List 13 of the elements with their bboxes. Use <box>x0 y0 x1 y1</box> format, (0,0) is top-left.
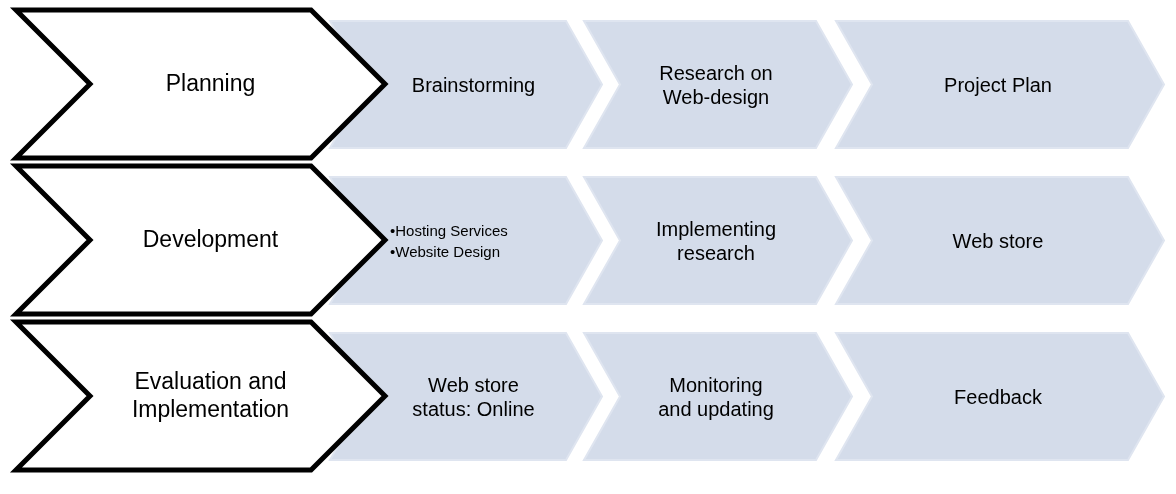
list-item: •Hosting Services <box>390 220 508 241</box>
step-label: Feedback <box>954 384 1042 409</box>
stage-label: Evaluation and Implementation <box>130 368 291 424</box>
step-label: Web store <box>952 228 1044 253</box>
stage-label: Planning <box>165 70 256 98</box>
step-label: Monitoring and updating <box>657 372 775 421</box>
list-item: •Website Design <box>390 241 501 262</box>
step-label: Implementing research <box>654 216 778 265</box>
step-label: Web store status: Online <box>411 372 536 421</box>
step-label: Brainstorming <box>411 72 536 97</box>
stage-label: Development <box>142 226 279 254</box>
step-label: Research on Web-design <box>658 60 774 109</box>
step-label: Project Plan <box>944 72 1052 97</box>
